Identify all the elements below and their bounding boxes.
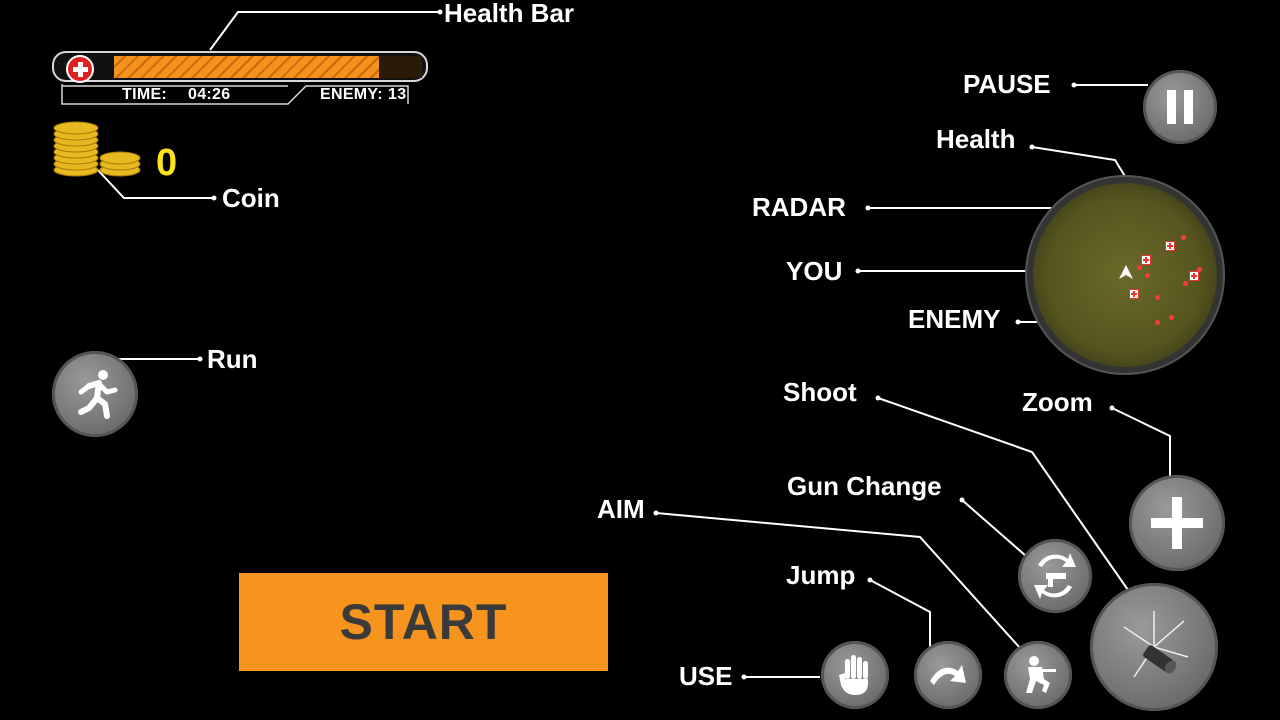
radar-enemy-dot <box>1155 320 1160 325</box>
radar-enemy-dot <box>1181 235 1186 240</box>
start-button[interactable]: START <box>239 573 608 671</box>
radar-enemy-dot <box>1183 281 1188 286</box>
coin-count: 0 <box>156 142 178 184</box>
pause-icon <box>1167 90 1193 124</box>
swap-gun-icon <box>1034 553 1076 599</box>
radar-enemy-dot <box>1145 273 1150 278</box>
health-bar-label: Health Bar <box>444 0 575 28</box>
plus-icon <box>1151 497 1203 549</box>
radar-label: RADAR <box>752 192 846 222</box>
radar-enemy-dot <box>1137 265 1142 270</box>
running-man-icon <box>78 370 118 419</box>
enemy-label: ENEMY <box>908 304 1001 334</box>
shoot-button[interactable] <box>1090 583 1218 711</box>
jump-button[interactable] <box>914 641 982 709</box>
info-strip-outline <box>61 84 409 105</box>
crouching-soldier-icon <box>1026 656 1056 693</box>
coin-stack-icon <box>53 121 141 177</box>
radar-enemy-dot <box>1155 295 1160 300</box>
medical-cross-icon <box>66 55 94 83</box>
radar-health-marker <box>1129 289 1139 299</box>
time-value: 04:26 <box>188 86 231 103</box>
run-button[interactable] <box>52 351 138 437</box>
run-label: Run <box>207 344 258 374</box>
pause-button[interactable] <box>1143 70 1217 144</box>
zoom-button[interactable] <box>1129 475 1225 571</box>
shoot-label: Shoot <box>783 377 857 407</box>
hand-icon <box>839 655 868 695</box>
health-bar-track <box>114 56 422 78</box>
player-arrow-icon <box>1119 265 1133 279</box>
coin-label: Coin <box>222 183 280 213</box>
enemy-count: 13 <box>388 86 407 103</box>
radar-health-marker <box>1141 255 1151 265</box>
use-button[interactable] <box>821 641 889 709</box>
use-label: USE <box>679 661 733 691</box>
health-pickup-label: Health <box>936 124 1016 154</box>
aim-button[interactable] <box>1004 641 1072 709</box>
time-label: TIME: <box>122 86 168 103</box>
zoom-label: Zoom <box>1022 387 1093 417</box>
jump-label: Jump <box>786 560 856 590</box>
aim-label: AIM <box>597 494 645 524</box>
pause-label: PAUSE <box>963 69 1051 99</box>
enemy-label: ENEMY: <box>320 86 383 103</box>
radar-enemy-dot <box>1169 315 1174 320</box>
curved-arrow-icon <box>930 665 966 685</box>
health-bar-fill <box>114 56 379 78</box>
hud-info-strip: TIME: 04:26 ENEMY: 13 <box>60 84 410 106</box>
you-label: YOU <box>786 256 843 286</box>
radar-health-marker <box>1189 271 1199 281</box>
gun-change-button[interactable] <box>1018 539 1092 613</box>
radar-health-marker <box>1165 241 1175 251</box>
radar-minimap <box>1033 183 1217 367</box>
gun-change-label: Gun Change <box>787 471 942 501</box>
bullet-icon <box>1123 611 1189 678</box>
radar-enemy-dot <box>1197 267 1202 272</box>
